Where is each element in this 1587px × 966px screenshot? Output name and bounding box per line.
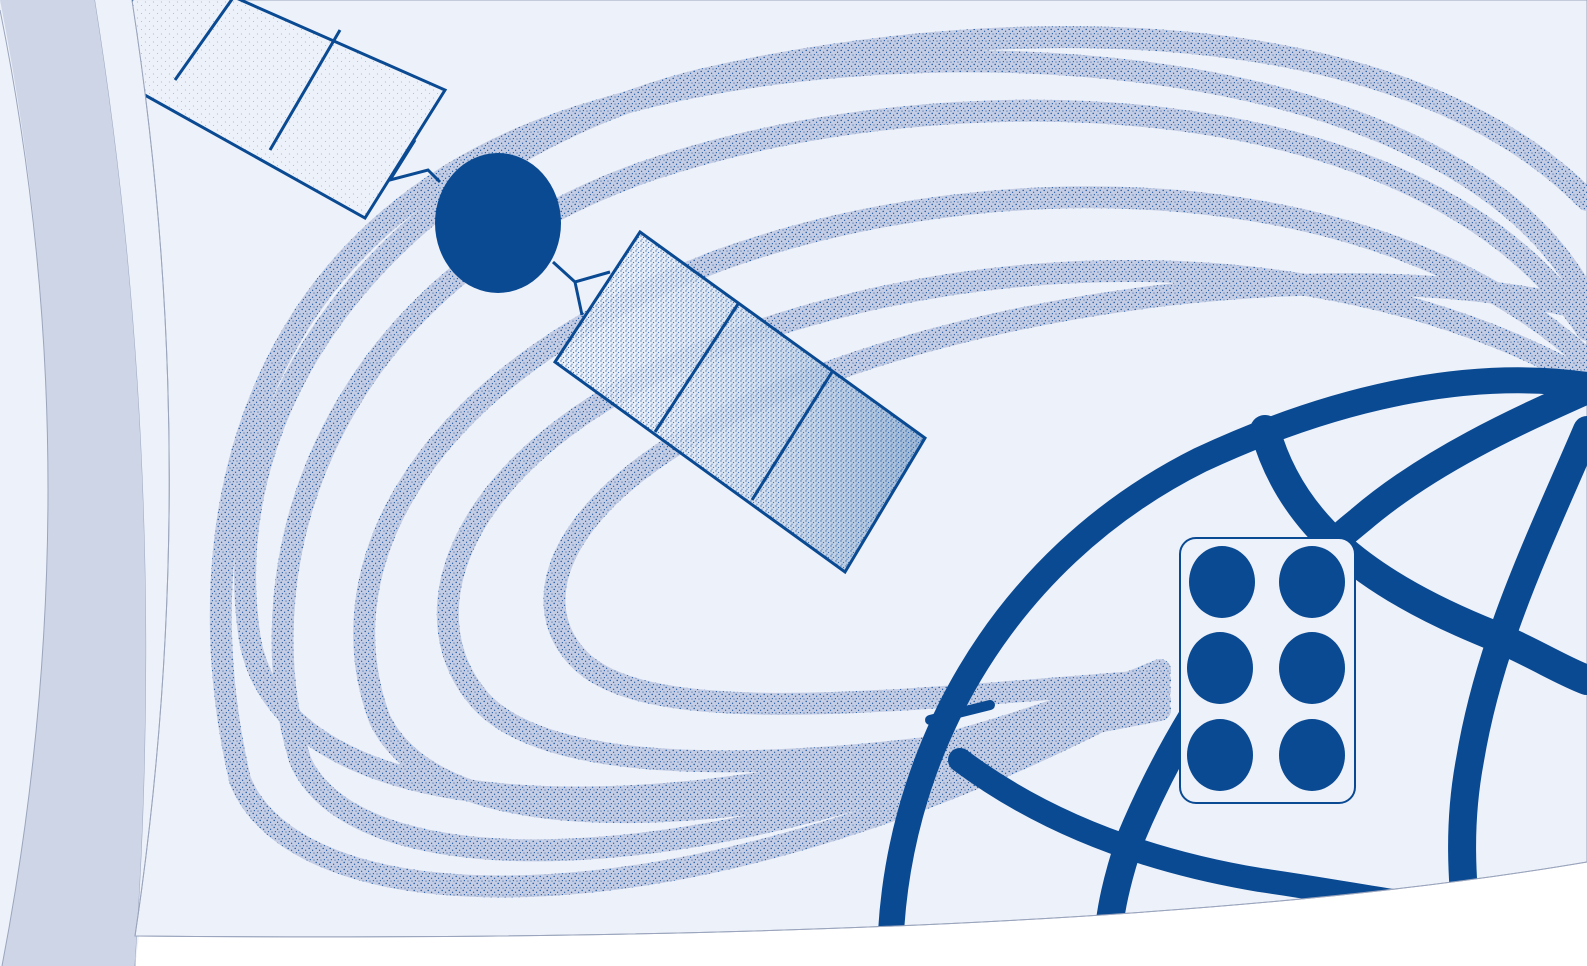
data-chip-icon	[1180, 538, 1355, 803]
satellite-body	[435, 153, 561, 293]
